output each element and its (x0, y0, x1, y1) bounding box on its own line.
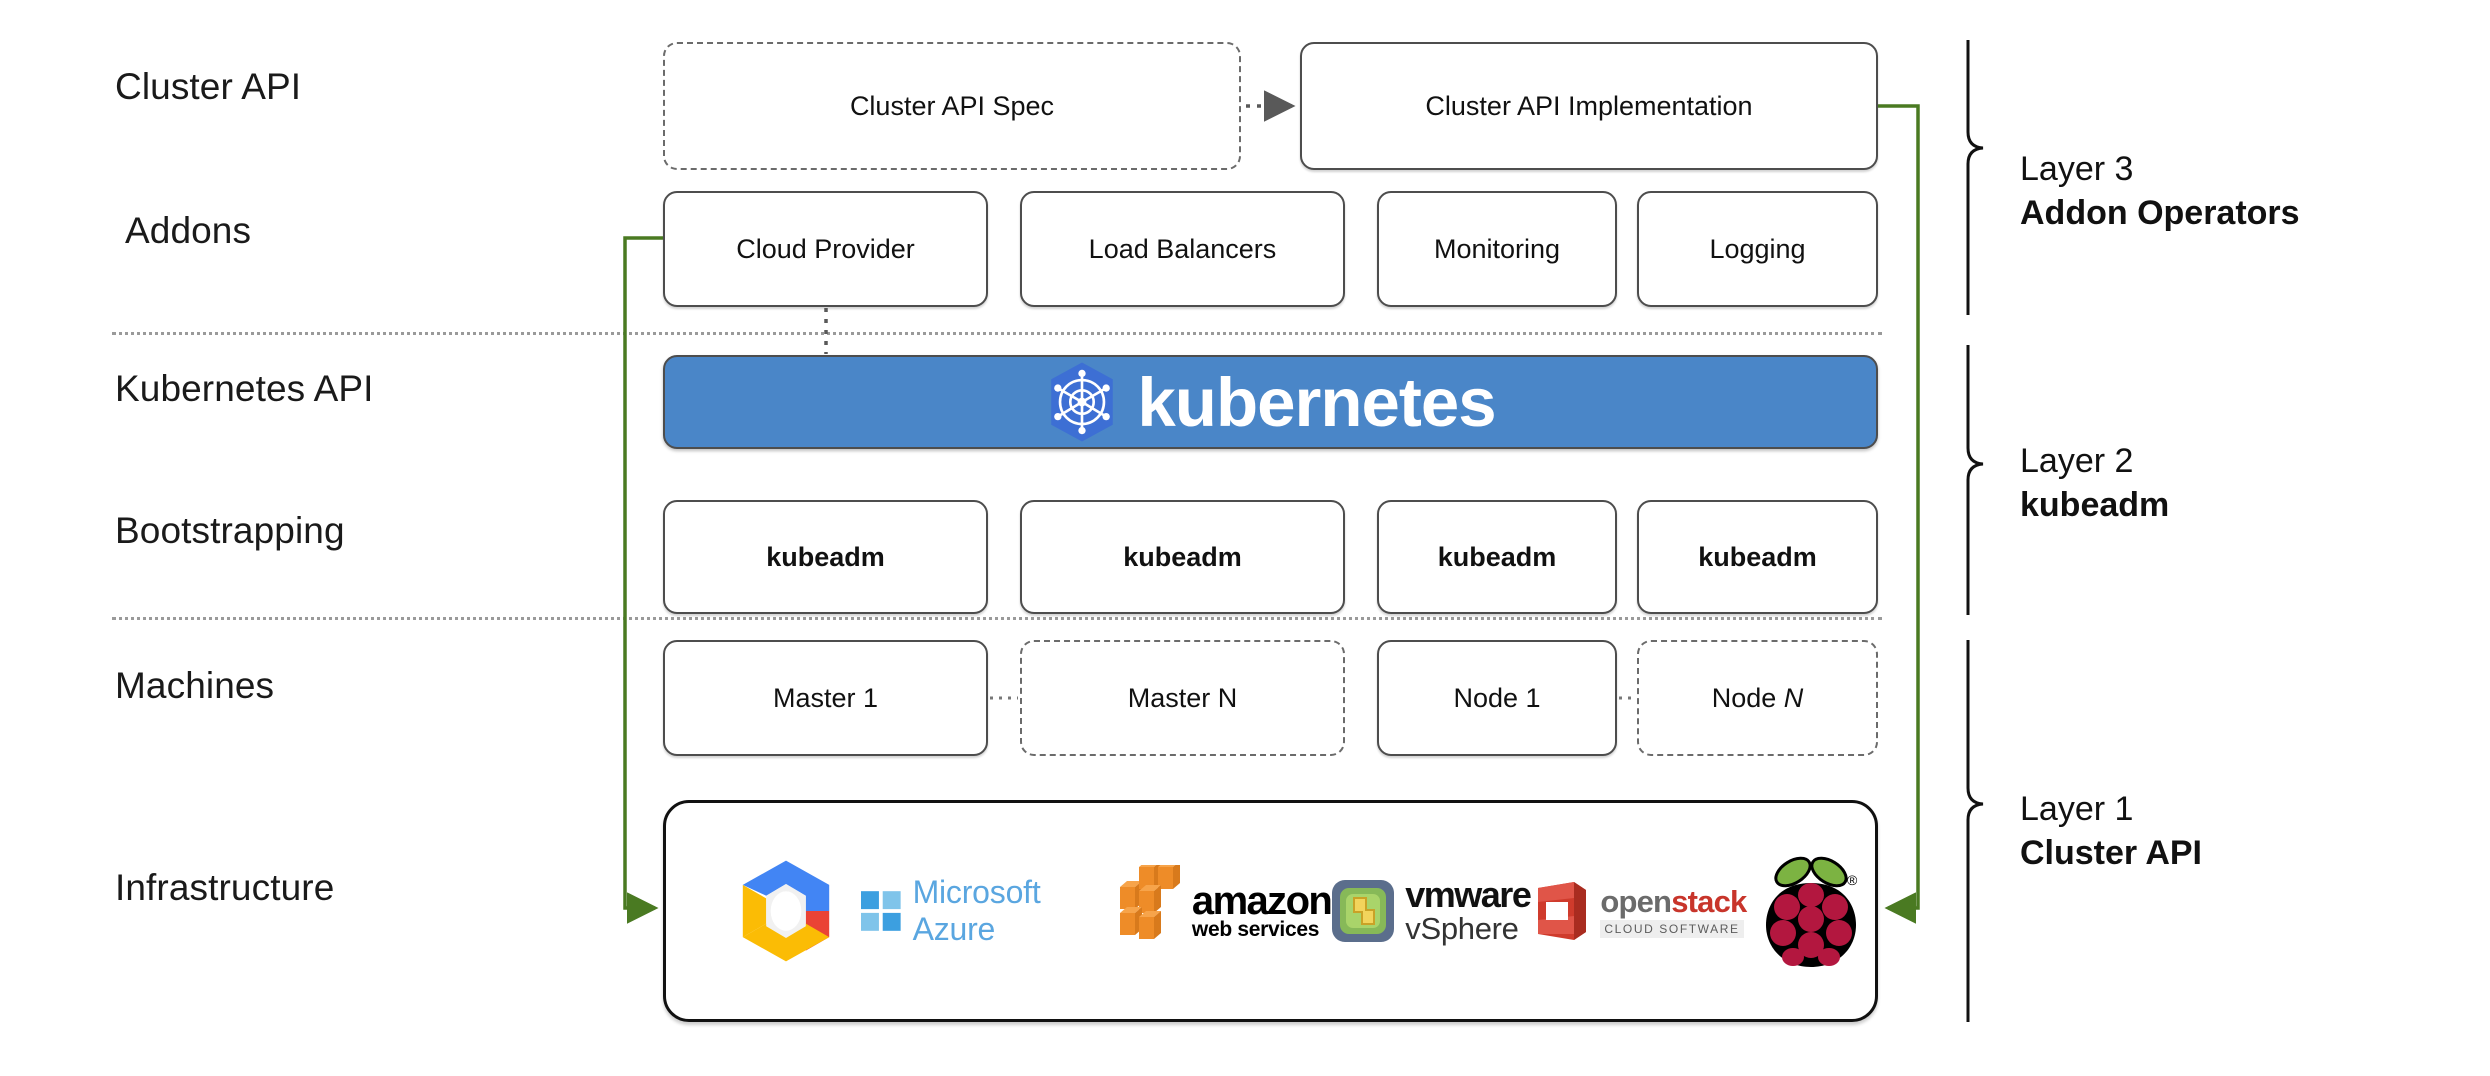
box-addon-load-balancers[interactable]: Load Balancers (1020, 191, 1345, 307)
box-kubeadm-1[interactable]: kubeadm (663, 500, 988, 614)
openstack-cube-icon (1538, 882, 1587, 940)
kubernetes-helm-wheel-icon (1051, 362, 1114, 442)
microsoft-window-icon (860, 891, 901, 931)
layer-caption-1: Layer 1 Cluster API (2020, 788, 2202, 875)
box-cluster-api-implementation[interactable]: Cluster API Implementation (1300, 42, 1878, 170)
logo-raspberry-pi[interactable]: ® (1747, 803, 1876, 1019)
logo-vmware-vsphere[interactable]: vmware vSphere (1331, 803, 1532, 1019)
svg-text:®: ® (1847, 872, 1858, 888)
connector-green-right (1878, 104, 1920, 924)
row-label-addons: Addons (125, 210, 252, 251)
bracket-layer-1 (1966, 640, 1984, 1022)
openstack-open-text: open (1600, 884, 1672, 919)
aws-blocks-icon (1119, 865, 1180, 939)
logo-microsoft-azure[interactable]: Microsoft Azure (860, 803, 1118, 1019)
layer-3-name: Addon Operators (2020, 193, 2300, 232)
azure-wordmark: Microsoft Azure (912, 874, 1041, 947)
box-cluster-api-spec[interactable]: Cluster API Spec (663, 42, 1241, 170)
layer-caption-2: Layer 2 kubeadm (2020, 440, 2169, 527)
layer-2-number: Layer 2 (2020, 442, 2134, 480)
row-label-kubernetes-api: Kubernetes API (115, 368, 374, 409)
openstack-text-row: openstack (1600, 884, 1747, 920)
box-machine-master-n[interactable]: Master N (1020, 640, 1345, 756)
bracket-layer-2 (1966, 345, 1984, 615)
vsphere-icon (1332, 880, 1395, 942)
layer-separator-bottom (112, 617, 1882, 620)
openstack-stack-text: stack (1671, 884, 1747, 919)
openstack-subtext: CLOUD SOFTWARE (1600, 920, 1744, 938)
box-machine-node-1[interactable]: Node 1 (1377, 640, 1617, 756)
infrastructure-panel[interactable]: Microsoft Azure amazon web services (663, 800, 1878, 1022)
row-label-cluster-api: Cluster API (115, 66, 302, 107)
openstack-wordmark: openstack CLOUD SOFTWARE (1600, 884, 1747, 938)
layer-separator-top (112, 332, 1882, 335)
box-addon-cloud-provider[interactable]: Cloud Provider (663, 191, 988, 307)
logo-openstack[interactable]: openstack CLOUD SOFTWARE (1530, 803, 1747, 1019)
box-kubeadm-4[interactable]: kubeadm (1637, 500, 1878, 614)
box-kubeadm-2[interactable]: kubeadm (1020, 500, 1345, 614)
logo-google-cloud-platform[interactable] (711, 803, 861, 1019)
layer-1-name: Cluster API (2020, 833, 2203, 872)
aws-amazon-text: amazon (1191, 878, 1333, 923)
vsphere-text: vSphere (1405, 910, 1519, 946)
box-machine-node-n[interactable]: Node N (1637, 640, 1878, 756)
aws-webservices-text: web services (1191, 917, 1320, 941)
box-machine-node-n-label: Node N (1711, 682, 1804, 713)
raspberry-pi-icon: ® (1765, 856, 1858, 967)
vmware-text: vmware (1405, 874, 1532, 916)
box-addon-logging[interactable]: Logging (1637, 191, 1878, 307)
kubernetes-banner[interactable]: kubernetes (663, 355, 1878, 449)
row-label-machines: Machines (115, 665, 275, 706)
layer-1-number: Layer 1 (2020, 790, 2134, 828)
layer-2-name: kubeadm (2020, 485, 2170, 524)
logo-amazon-web-services[interactable]: amazon web services (1118, 803, 1333, 1019)
aws-wordmark: amazon web services (1191, 878, 1333, 941)
box-machine-master-1[interactable]: Master 1 (663, 640, 988, 756)
bracket-layer-3 (1966, 40, 1984, 315)
row-label-infrastructure: Infrastructure (115, 867, 335, 908)
connector-green-left (623, 236, 663, 924)
kubernetes-wordmark: kubernetes (1137, 363, 1496, 441)
box-kubeadm-3[interactable]: kubeadm (1377, 500, 1617, 614)
row-label-bootstrapping: Bootstrapping (115, 510, 345, 551)
layer-caption-3: Layer 3 Addon Operators (2020, 148, 2300, 235)
vmware-wordmark: vmware vSphere (1405, 874, 1532, 946)
box-addon-monitoring[interactable]: Monitoring (1377, 191, 1617, 307)
google-cloud-icon (742, 860, 830, 962)
layer-3-number: Layer 3 (2020, 150, 2134, 188)
